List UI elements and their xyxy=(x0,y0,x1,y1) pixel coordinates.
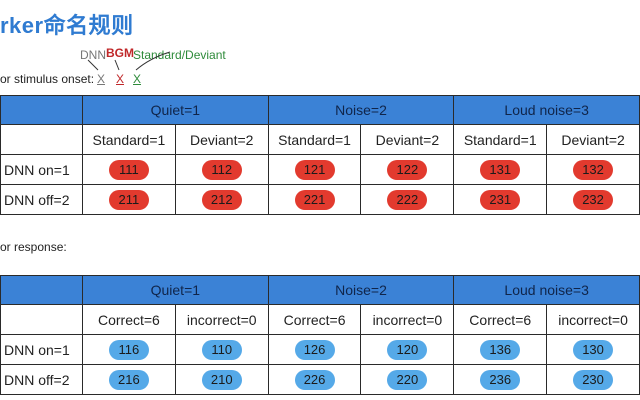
subheader: incorrect=0 xyxy=(174,304,269,335)
header-corner xyxy=(0,275,83,305)
onset-marker-table: Quiet=1 Noise=2 Loud noise=3 Standard=1 … xyxy=(0,95,640,215)
header-corner xyxy=(0,95,83,125)
group-header: Noise=2 xyxy=(267,275,455,305)
response-marker-table: Quiet=1 Noise=2 Loud noise=3 Correct=6 i… xyxy=(0,275,640,395)
marker-code: 231 xyxy=(480,189,521,210)
marker-code: 111 xyxy=(108,159,149,180)
marker-code: 210 xyxy=(201,369,242,390)
marker-code: 131 xyxy=(480,159,521,180)
group-header: Noise=2 xyxy=(267,95,455,125)
onset-section-label: or stimulus onset: xyxy=(0,72,95,86)
group-header: Loud noise=3 xyxy=(453,275,640,305)
row-label: DNN on=1 xyxy=(0,154,83,185)
legend-digit-1: X xyxy=(97,72,106,86)
marker-code: 230 xyxy=(573,369,614,390)
marker-code: 222 xyxy=(387,189,428,210)
marker-code: 121 xyxy=(294,159,335,180)
marker-code: 110 xyxy=(201,339,242,360)
marker-code: 211 xyxy=(108,189,149,210)
subheader: Standard=1 xyxy=(267,124,362,155)
subheader: Standard=1 xyxy=(82,124,176,155)
marker-code: 130 xyxy=(573,339,614,360)
response-section-label: or response: xyxy=(0,240,67,254)
marker-code: 220 xyxy=(387,369,428,390)
legend-bgm: BGM xyxy=(106,46,134,60)
table-row: DNN on=1 116 110 126 120 136 130 xyxy=(0,334,640,365)
marker-code: 132 xyxy=(573,159,614,180)
table-row: DNN off=2 216 210 226 220 236 230 xyxy=(0,364,640,395)
subheader: Deviant=2 xyxy=(360,124,455,155)
group-header: Loud noise=3 xyxy=(453,95,640,125)
row-label: DNN off=2 xyxy=(0,364,83,395)
subheader: Correct=6 xyxy=(453,304,548,335)
table-row: DNN on=1 111 112 121 122 131 132 xyxy=(0,154,640,185)
legend-dnn: DNN xyxy=(80,48,106,62)
subheader: incorrect=0 xyxy=(360,304,455,335)
legend-standard-deviant: Standard/Deviant xyxy=(133,48,226,62)
subheader: Deviant=2 xyxy=(174,124,269,155)
marker-code: 221 xyxy=(294,189,335,210)
marker-code: 122 xyxy=(387,159,428,180)
subheader: Correct=6 xyxy=(267,304,362,335)
marker-code: 116 xyxy=(108,339,149,360)
marker-code: 120 xyxy=(387,339,428,360)
marker-code: 212 xyxy=(201,189,242,210)
legend-digit-2: X xyxy=(116,72,125,86)
subheader: incorrect=0 xyxy=(546,304,640,335)
group-header: Quiet=1 xyxy=(82,275,269,305)
marker-code: 236 xyxy=(480,369,521,390)
subheader: Standard=1 xyxy=(453,124,548,155)
page-title: rker命名规则 xyxy=(0,13,134,38)
row-label: DNN on=1 xyxy=(0,334,83,365)
subheader: Correct=6 xyxy=(82,304,176,335)
subheader: Deviant=2 xyxy=(546,124,640,155)
legend-arrows xyxy=(87,51,171,71)
marker-code: 136 xyxy=(480,339,521,360)
marker-code: 126 xyxy=(294,339,335,360)
marker-code: 112 xyxy=(201,159,242,180)
group-header: Quiet=1 xyxy=(82,95,269,125)
row-label: DNN off=2 xyxy=(0,184,83,215)
legend-digit-3: X xyxy=(133,72,142,86)
subheader-corner xyxy=(0,124,83,155)
marker-code: 232 xyxy=(573,189,614,210)
marker-code: 226 xyxy=(294,369,335,390)
subheader-corner xyxy=(0,304,83,335)
marker-code: 216 xyxy=(108,369,149,390)
table-row: DNN off=2 211 212 221 222 231 232 xyxy=(0,184,640,215)
